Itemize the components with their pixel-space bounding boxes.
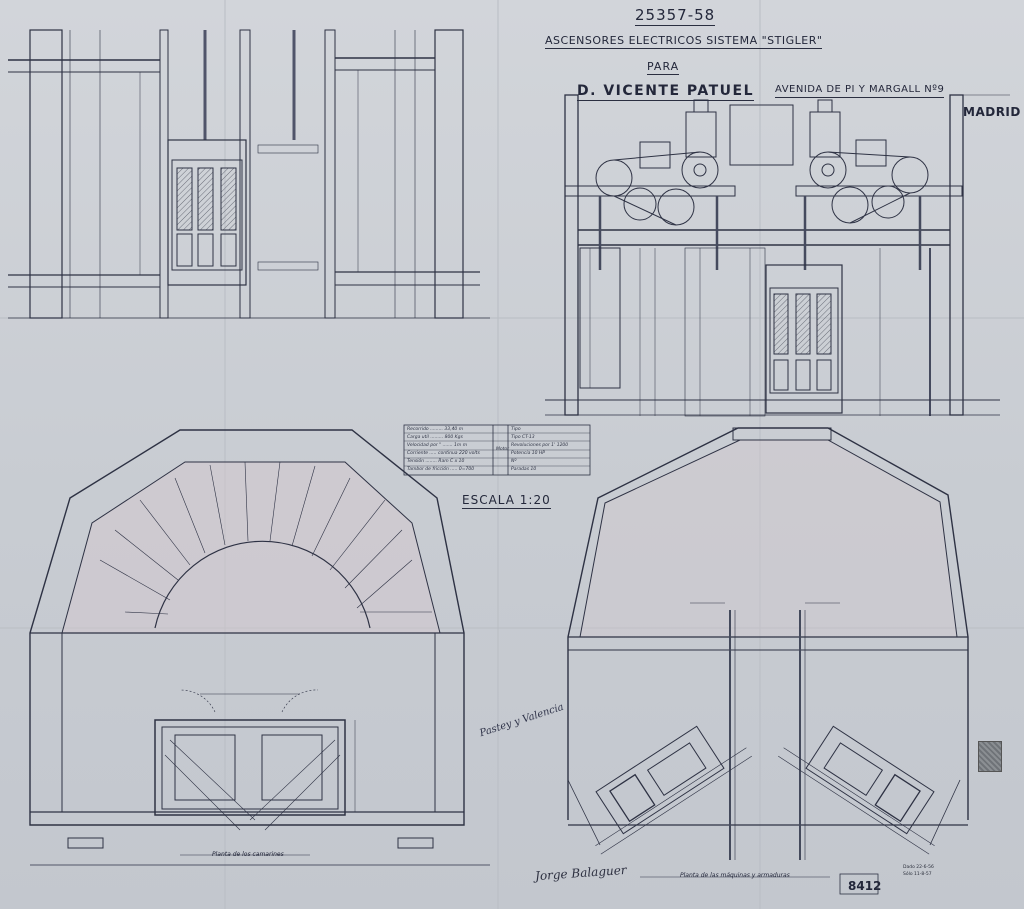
spec-row: Recorrido ......... 33,40 m [407, 427, 464, 432]
document-title: ASCENSORES ELECTRICOS SISTEMA "STIGLER" [545, 34, 823, 49]
sheet-number: 8412 [848, 879, 882, 893]
spec-row: Velocidad por " ....... 1m m [407, 443, 468, 448]
motor-row: Revoluciones por 1' 1200 [511, 443, 569, 448]
motor-row: Tipo [511, 427, 521, 432]
motor-row: Nº [511, 459, 517, 464]
caption-machine-plan: Planta de las máquinas y armaduras [680, 872, 790, 879]
motor-row: Paradas 10 [511, 467, 537, 472]
machine-plan [567, 427, 969, 878]
spec-row: Tambor de fricción ..... 0=700 [407, 467, 475, 472]
document-number: 25357-58 [635, 6, 716, 26]
spec-row: Corriente ..... continua 220 volts [407, 451, 480, 456]
motor-row: Tipo CT-13 [511, 435, 535, 440]
spec-table-frame [403, 424, 591, 476]
client-city: MADRID [963, 105, 1021, 119]
spec-row: Carga util ......... 800 Kgs [407, 435, 463, 440]
date-box: Dado 22-6-56 Sólo 11-8-57 [903, 864, 963, 892]
date-line: Sólo 11-8-57 [903, 872, 932, 877]
elevation-left [8, 29, 490, 319]
date-line: Dado 22-6-56 [903, 865, 934, 870]
sheet-number-box [839, 873, 879, 895]
client-name: D. VICENTE PATUEL [577, 83, 755, 101]
client-address: AVENIDA DE PI Y MARGALL Nº9 [775, 85, 945, 98]
caption-cabin-plan: Planta de los camarines [212, 851, 284, 858]
spec-table: Recorrido ......... 33,40 m Carga util .… [404, 425, 590, 475]
tax-stamp [978, 741, 1002, 772]
cabin-plan [29, 429, 490, 866]
motor-label: Motor [496, 447, 510, 452]
spec-row: Tensión ........ Ram C x 10 [407, 459, 465, 464]
scale-label: ESCALA 1:20 [462, 493, 551, 509]
motor-row: Potencia 10 HP [511, 451, 546, 456]
para-label: PARA [647, 60, 680, 75]
machine-room-elevation [545, 94, 1010, 417]
